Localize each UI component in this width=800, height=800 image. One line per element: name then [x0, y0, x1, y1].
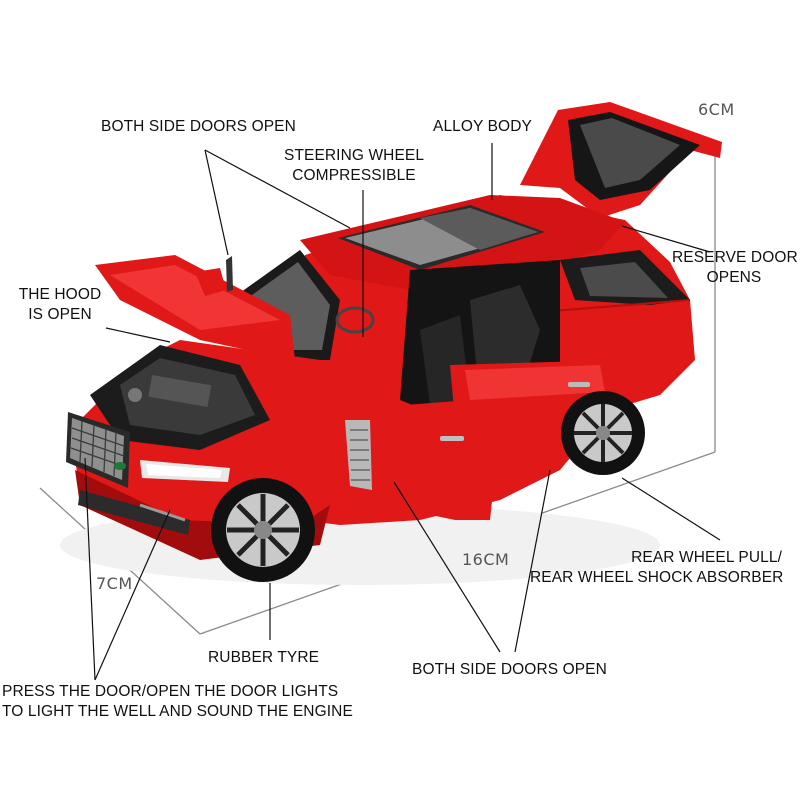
callout-steering-wheel: STEERING WHEEL COMPRESSIBLE	[284, 146, 424, 186]
callout-rubber-tyre: RUBBER TYRE	[208, 649, 320, 666]
callout-door-lights-line2: TO LIGHT THE WELL AND SOUND THE ENGINE	[2, 703, 353, 720]
callout-side-doors-bottom: BOTH SIDE DOORS OPEN	[412, 661, 607, 678]
callout-door-lights-line1: PRESS THE DOOR/OPEN THE DOOR LIGHTS	[2, 683, 339, 700]
callout-steering-wheel-line2: COMPRESSIBLE	[292, 167, 416, 184]
callout-reserve-door-line1: RESERVE DOOR	[672, 249, 798, 266]
callout-hood-line2: IS OPEN	[28, 306, 92, 323]
callout-rear-wheel: REAR WHEEL PULL/ REAR WHEEL SHOCK ABSORB…	[530, 548, 784, 588]
callout-door-lights: PRESS THE DOOR/OPEN THE DOOR LIGHTS TO L…	[2, 682, 353, 722]
callout-rear-wheel-line2: REAR WHEEL SHOCK ABSORBER	[530, 569, 784, 586]
toy-suv	[60, 102, 722, 585]
callout-hood-line1: THE HOOD	[18, 286, 102, 303]
dimension-height: 6CM	[698, 100, 735, 119]
dimension-length: 16CM	[462, 550, 510, 569]
callout-lines	[84, 143, 721, 681]
callout-rear-wheel-line1: REAR WHEEL PULL/	[631, 549, 782, 566]
callout-alloy-body: ALLOY BODY	[433, 118, 532, 135]
callout-reserve-door: RESERVE DOOR OPENS	[672, 248, 798, 288]
callout-side-doors-top: BOTH SIDE DOORS OPEN	[101, 118, 296, 135]
callout-hood: THE HOOD IS OPEN	[14, 285, 106, 325]
callout-steering-wheel-line1: STEERING WHEEL	[284, 147, 425, 164]
callout-reserve-door-line2: OPENS	[706, 269, 762, 286]
dimension-width: 7CM	[96, 574, 133, 593]
